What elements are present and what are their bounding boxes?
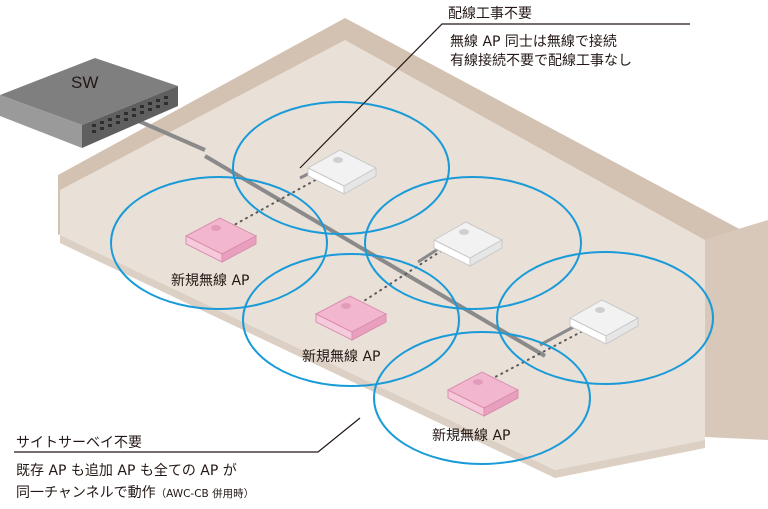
wireless-links (224, 171, 601, 386)
mesh-link-c (479, 321, 601, 386)
switch-front (82, 86, 178, 148)
coverage-ring-existing-1 (232, 101, 450, 235)
new-ap-2 (314, 295, 388, 341)
new-ap-1 (184, 217, 258, 263)
bottom-callout-title: サイトサーベイ不要 (16, 435, 142, 451)
bottom-callout-note: （AWC-CB 併用時） (155, 488, 255, 500)
room-floor-lip (60, 235, 705, 478)
callout-leaders (14, 23, 690, 453)
top-callout-line-1: 無線 AP 同士は無線で接続 (450, 34, 617, 50)
new-ap-3 (446, 371, 520, 417)
room-floor (60, 40, 705, 470)
access-point-icon (306, 149, 378, 195)
top-callout-title: 配線工事不要 (448, 6, 532, 22)
coverage-rings (110, 101, 714, 465)
switch-top (0, 58, 178, 125)
bottom-callout-line-1: 既存 AP も追加 AP も全ての AP が (16, 463, 237, 479)
existing-ap-3 (568, 299, 640, 345)
coverage-ring-new-3 (373, 331, 591, 465)
bottom-callout-line-2-main: 同一チャンネルで動作 (16, 485, 156, 501)
top-callout-line-2: 有線接続不要で配線工事なし (450, 53, 632, 69)
coverage-ring-new-2 (242, 253, 460, 387)
coverage-ring-existing-3 (496, 251, 714, 385)
new-ap-label-3: 新規無線 AP (432, 428, 511, 444)
bottom-callout-leader (14, 417, 361, 453)
mesh-link-a (224, 171, 331, 231)
switch-label: SW (71, 73, 99, 92)
bottom-callout-line-2: 同一チャンネルで動作（AWC-CB 併用時） (16, 484, 254, 504)
new-ap-label-1: 新規無線 AP (171, 273, 250, 289)
back-wall (58, 18, 760, 300)
existing-ap-2 (432, 221, 504, 267)
new-ap-label-2: 新規無線 AP (302, 349, 381, 365)
top-callout-leader (299, 23, 690, 169)
switch-ports (92, 96, 168, 133)
existing-ap-1 (306, 149, 378, 195)
room-wall-right (702, 220, 768, 440)
switch-icon (0, 58, 178, 148)
coverage-ring-new-1 (110, 176, 328, 310)
coverage-ring-existing-2 (364, 176, 582, 310)
switch-left-side (0, 95, 82, 148)
